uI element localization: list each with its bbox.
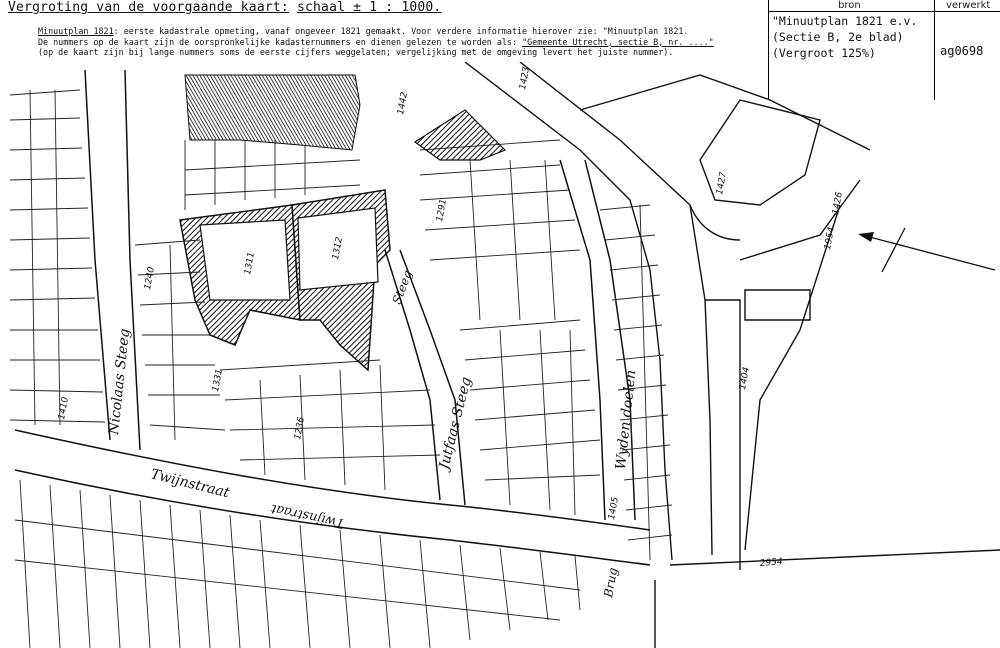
canal: [464, 62, 1000, 648]
north-arrow-icon: [858, 227, 996, 273]
cadastral-map: Nicolaas Steeg Twijnstraat Twijnstraat J…: [9, 62, 1000, 648]
note-line-3: (op de kaart zijn bij lange nummers soms…: [38, 47, 674, 58]
parcel-number: 2954: [759, 557, 783, 569]
parcel-number: 1427: [715, 171, 729, 196]
streets: [14, 69, 651, 566]
note-line-1-lead: Minuutplan 1821: [38, 26, 114, 36]
table-divider: [768, 0, 769, 100]
parcel-number: 1405: [607, 496, 621, 521]
parcel-number: 1331: [211, 368, 225, 392]
parcel-number: 1291: [435, 198, 449, 222]
dark-block: [184, 74, 361, 151]
parcel-number: 1236: [293, 416, 307, 441]
street-label: Brug: [601, 566, 620, 599]
source-line: (Sectie B, 2e blad): [772, 30, 904, 44]
parcel-lines: [9, 89, 673, 648]
parcel-number: 1442: [396, 91, 410, 116]
source-line: (Vergroot 125%): [772, 46, 876, 60]
column-header-source: bron: [838, 0, 861, 11]
scale-label: schaal ± 1 : 1000.: [296, 0, 442, 15]
source-line: "Minuutplan 1821 e.v.: [772, 14, 918, 28]
source-info-table: bron verwerkt "Minuutplan 1821 e.v. (Sec…: [768, 0, 1000, 100]
note-line-2-lead: De nummers op de kaart zijn de oorspronk…: [38, 36, 518, 47]
street-label: Wyden doelen: [613, 369, 639, 470]
street-label: Twijnstraat: [269, 500, 346, 530]
parcel-number: 1426: [831, 191, 845, 216]
processed-code: ag0698: [940, 44, 984, 58]
parcel-number: 1311: [243, 251, 257, 275]
hatched-complex: [179, 189, 391, 372]
note-line-2: De nummers op de kaart zijn de oorspronk…: [38, 37, 714, 48]
table-divider: [768, 11, 1000, 12]
title-prefix: Vergroting van de voorgaande kaart:: [8, 0, 289, 15]
street-label: Nicolaas Steeg: [106, 328, 133, 437]
parcel-number: 1312: [331, 236, 345, 261]
page-title: Vergroting van de voorgaande kaart: scha…: [8, 0, 441, 15]
column-header-processed: verwerkt: [946, 0, 991, 11]
hatched-wedge: [413, 109, 507, 161]
street-label: Jutfaas Steeg: [436, 375, 475, 474]
parcel-number: 1954: [823, 226, 837, 251]
parcel-number: 1240: [143, 266, 157, 291]
parcel-number: 1404: [738, 366, 752, 391]
note-line-1: Minuutplan 1821: eerste kadastrale opmet…: [38, 26, 714, 37]
parcel-number: 1423: [518, 66, 532, 91]
map-note: Minuutplan 1821: eerste kadastrale opmet…: [38, 26, 714, 58]
parcel-number: 1410: [57, 396, 71, 421]
note-line-2-ref: "Gemeente Utrecht, sectie B, nr. ....": [522, 36, 714, 47]
note-line-1-rest: : eerste kadastrale opmeting, vanaf onge…: [113, 26, 689, 36]
table-divider: [934, 0, 935, 100]
street-label: Steeg: [390, 268, 415, 306]
